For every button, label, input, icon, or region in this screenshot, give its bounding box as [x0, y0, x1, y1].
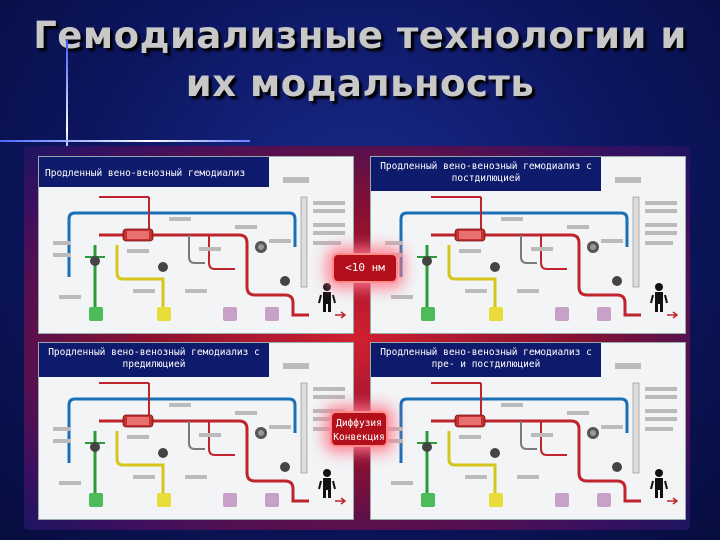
panel-cvvhdf-prepost: Продленный вено-венозный гемодиализ с пр… [370, 342, 686, 520]
panel-label-pre: Продленный вено-венозный гемодиализ с пр… [39, 343, 269, 377]
decor-vertical-line [66, 40, 68, 170]
slide-title: Гемодиализные технологии и их модальност… [0, 12, 720, 108]
panel-label-cvvhd: Продленный вено-венозный гемодиализ [39, 157, 269, 187]
title-line-2: их модальность [185, 62, 535, 105]
title-line-1: Гемодиализные технологии и [33, 14, 687, 57]
panel-label-post: Продленный вено-венозный гемодиализ с по… [371, 157, 601, 191]
panel-label-prepost: Продленный вено-венозный гемодиализ с пр… [371, 343, 601, 377]
mechanism-badge: Диффузия Конвекция [330, 411, 388, 447]
decor-horizontal-line [0, 140, 250, 142]
mechanism-convection: Конвекция [333, 432, 385, 443]
molecule-size-badge: <10 нм [332, 253, 398, 283]
panel-cvvhd: Продленный вено-венозный гемодиализ [38, 156, 354, 334]
mechanism-diffusion: Диффузия [336, 418, 382, 429]
panel-cvvhdf-post: Продленный вено-венозный гемодиализ с по… [370, 156, 686, 334]
panel-cvvhdf-pre: Продленный вено-венозный гемодиализ с пр… [38, 342, 354, 520]
